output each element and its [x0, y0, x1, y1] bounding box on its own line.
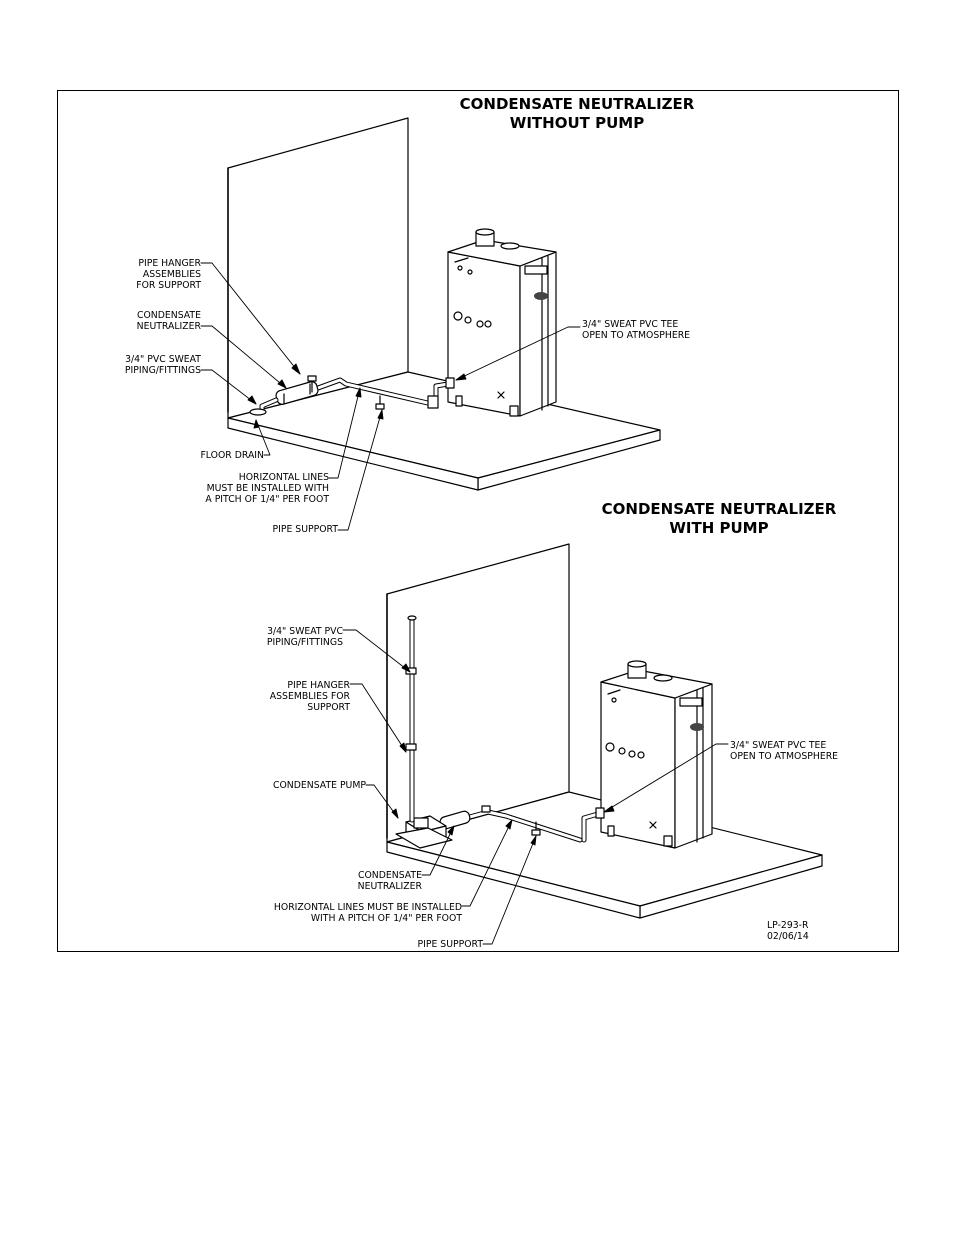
top-label-horizontal-lines: HORIZONTAL LINES MUST BE INSTALLED WITH … — [205, 472, 329, 505]
top-title-line2: WITHOUT PUMP — [509, 114, 645, 132]
doc-date: 02/06/14 — [767, 931, 809, 942]
top-label-piping: 3/4" PVC SWEAT PIPING/FITTINGS — [124, 354, 201, 376]
drawing-frame — [57, 90, 899, 952]
bottom-label-pipe-support: PIPE SUPPORT — [417, 939, 483, 950]
bottom-title-line1: CONDENSATE NEUTRALIZER — [601, 500, 837, 518]
doc-code: LP-293-R — [767, 920, 809, 931]
bottom-piping — [395, 615, 605, 849]
bottom-label-pipe-hanger: PIPE HANGER ASSEMBLIES FOR SUPPORT — [269, 680, 350, 713]
top-boiler — [447, 228, 557, 417]
bottom-leader-lines — [342, 629, 729, 945]
bottom-label-neutralizer: CONDENSATE NEUTRALIZER — [357, 870, 422, 892]
bottom-title-line2: WITH PUMP — [669, 519, 769, 537]
top-label-neutralizer: CONDENSATE NEUTRALIZER — [136, 310, 201, 332]
top-label-tee: 3/4" SWEAT PVC TEE OPEN TO ATMOSPHERE — [582, 319, 691, 341]
bottom-scene — [342, 543, 823, 945]
bottom-label-horizontal-lines: HORIZONTAL LINES MUST BE INSTALLED WITH … — [273, 902, 462, 924]
top-label-floor-drain: FLOOR DRAIN — [200, 450, 264, 461]
bottom-title: CONDENSATE NEUTRALIZER WITH PUMP — [584, 500, 854, 538]
top-title-line1: CONDENSATE NEUTRALIZER — [459, 95, 695, 113]
top-title: CONDENSATE NEUTRALIZER WITHOUT PUMP — [442, 95, 712, 133]
top-piping — [249, 375, 455, 416]
top-label-pipe-hanger: PIPE HANGER ASSEMBLIES FOR SUPPORT — [136, 258, 201, 291]
bottom-label-pump: CONDENSATE PUMP — [272, 780, 366, 791]
top-label-pipe-support: PIPE SUPPORT — [272, 524, 338, 535]
top-scene — [200, 117, 661, 531]
bottom-label-piping: 3/4" SWEAT PVC PIPING/FITTINGS — [266, 626, 343, 648]
top-leader-lines — [200, 262, 581, 531]
bottom-boiler — [600, 660, 713, 849]
doc-id: LP-293-R 02/06/14 — [767, 920, 809, 942]
bottom-label-tee: 3/4" SWEAT PVC TEE OPEN TO ATMOSPHERE — [730, 740, 839, 762]
top-wall — [227, 117, 409, 419]
